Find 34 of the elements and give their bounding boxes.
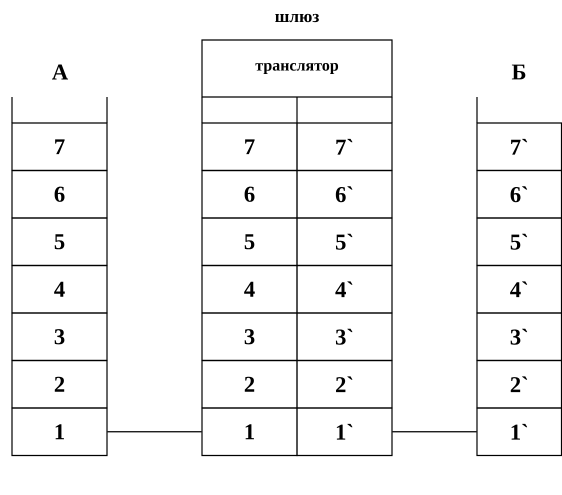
translator-box: транслятор — [201, 39, 393, 98]
layer-cell: 7 — [201, 122, 298, 172]
layer-cell: 7` — [476, 122, 562, 172]
layer-cell: 1 — [201, 407, 298, 456]
layer-cell: 2 — [11, 360, 108, 409]
layer-cell: 2` — [476, 360, 562, 409]
layer-cell: 6` — [476, 170, 562, 219]
layer-cell: 5` — [476, 217, 562, 266]
layer-cell: 6` — [296, 170, 393, 219]
layer-cell: 1 — [11, 407, 108, 456]
layer-cell: 2` — [296, 360, 393, 409]
layer-cell: 5` — [296, 217, 393, 266]
layer-cell: 3` — [296, 312, 393, 362]
layer-cell: 1` — [296, 407, 393, 456]
layer-cell: 4` — [296, 264, 393, 314]
host-label: Б — [512, 64, 526, 80]
layer-cell: 6 — [11, 170, 108, 219]
layer-cell: 5 — [11, 217, 108, 266]
layer-cell: 2 — [201, 360, 298, 409]
layer-cell: 4` — [476, 264, 562, 314]
layer-cell: 3 — [201, 312, 298, 362]
layer-cell: 4 — [201, 264, 298, 314]
host-label: А — [52, 64, 68, 80]
layer-cell: 7` — [296, 122, 393, 172]
layer-cell: 3 — [11, 312, 108, 362]
connector-line — [392, 431, 476, 432]
layer-cell: 4 — [11, 264, 108, 314]
layer-cell: 1` — [476, 407, 562, 456]
connector-line — [108, 431, 202, 432]
layer-cell: 7 — [11, 122, 108, 172]
gateway-title: шлюз — [275, 14, 319, 22]
layer-cell: 6 — [201, 170, 298, 219]
layer-cell: 5 — [201, 217, 298, 266]
layer-cell: 3` — [476, 312, 562, 362]
